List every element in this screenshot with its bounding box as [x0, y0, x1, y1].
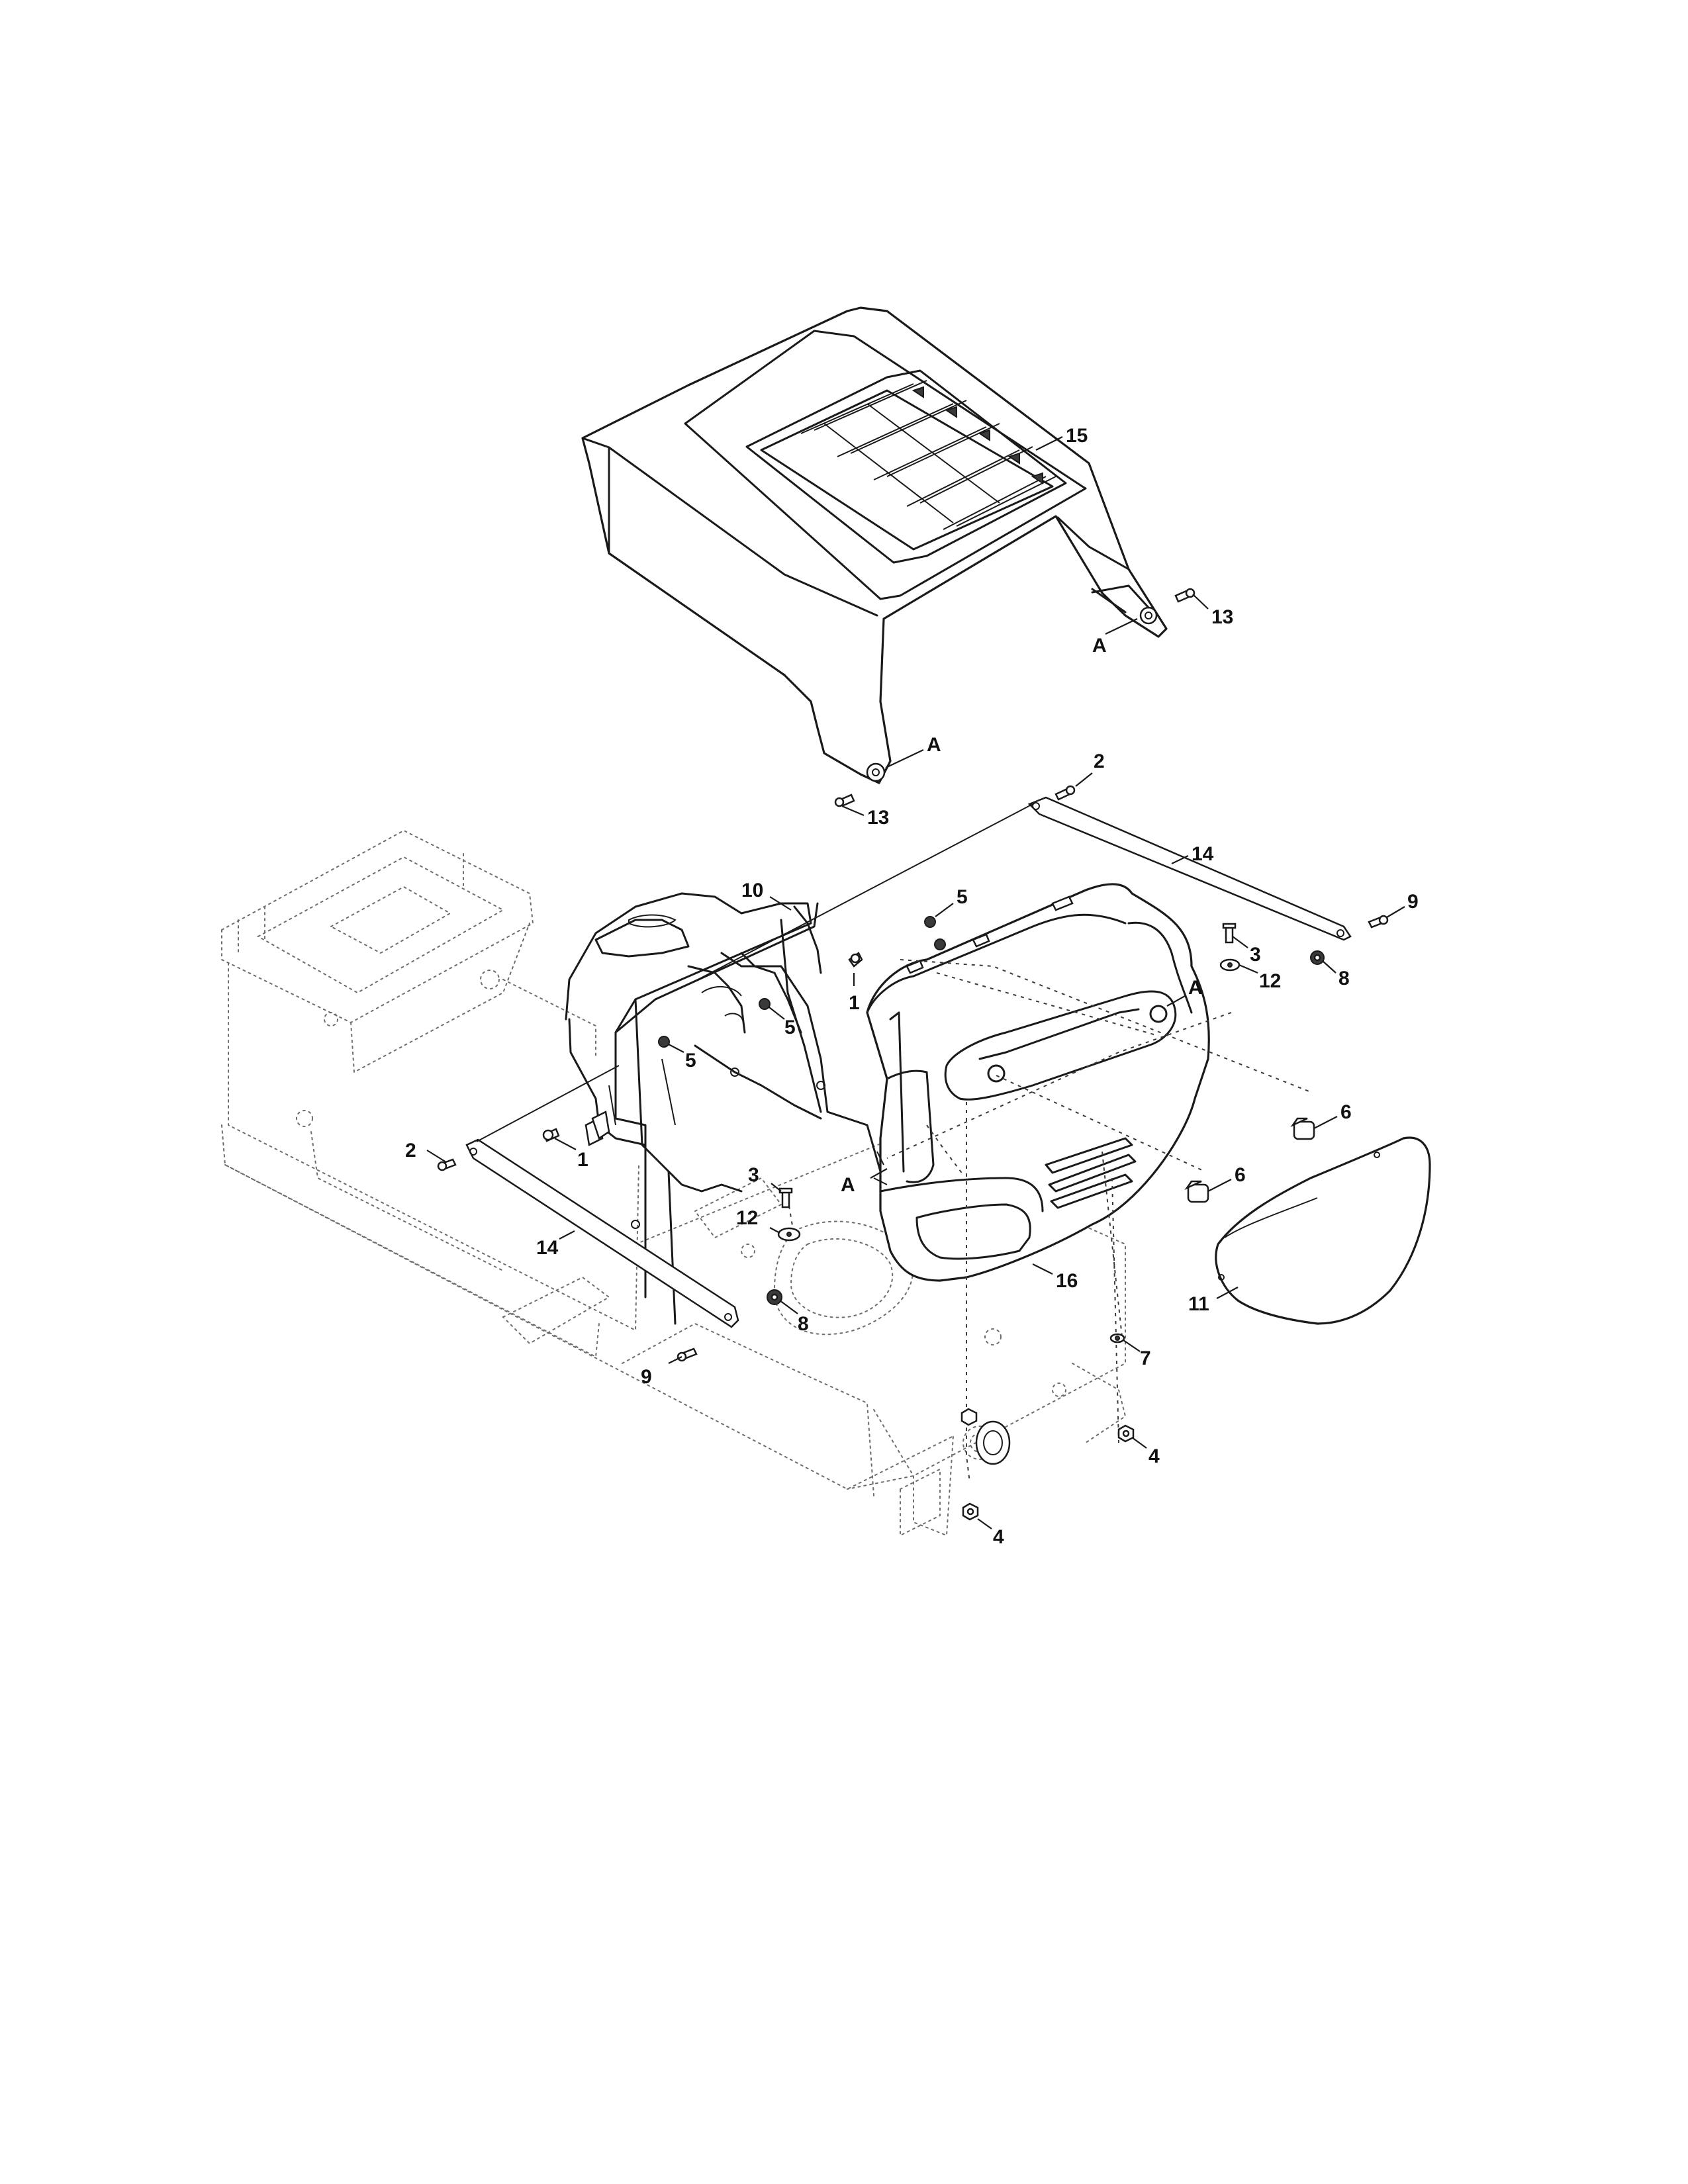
callout-A-grille-lower: A: [841, 1174, 855, 1196]
bolt-1-lower: [542, 1128, 560, 1142]
callout-A-hood-left: A: [927, 734, 941, 756]
callout-labels: 15 13 A A 13 2 14 9 10 5 3 8 1 A 12 5 5 …: [405, 425, 1419, 1548]
leader-lines: [426, 436, 1405, 1529]
hood-bolt-13-left: [834, 794, 855, 807]
side-cover-11: [1215, 1136, 1431, 1325]
knob-6-lower: [1184, 1180, 1209, 1203]
bolt-1-upper: [848, 952, 863, 968]
callout-12-right: 12: [1259, 970, 1281, 992]
callout-7: 7: [1140, 1347, 1151, 1369]
nut-5-b: [934, 938, 946, 950]
callout-16: 16: [1056, 1270, 1078, 1292]
callout-2-upper: 2: [1094, 751, 1105, 772]
callout-15: 15: [1066, 425, 1088, 447]
callout-5-lower: 5: [685, 1050, 696, 1071]
bolt-2-lower: [437, 1158, 457, 1171]
callout-3-lower: 3: [748, 1164, 759, 1186]
callout-9-lower: 9: [641, 1366, 652, 1388]
bolt-9-right: [1368, 915, 1389, 929]
frame-nut: [961, 1408, 978, 1426]
nut-5-a: [924, 916, 936, 928]
callout-1-upper: 1: [849, 992, 860, 1014]
callout-A-grille-upper: A: [1188, 977, 1203, 999]
brace-14-lower: [465, 1065, 739, 1328]
callout-14-upper: 14: [1192, 843, 1214, 865]
callout-2-lower: 2: [405, 1140, 416, 1161]
nut-4-right: [1117, 1424, 1135, 1443]
callout-5-upper: 5: [957, 886, 968, 908]
callout-11: 11: [1188, 1293, 1209, 1315]
nut-8-right: [1310, 950, 1325, 965]
washer-7: [1109, 1333, 1125, 1343]
frame-bushing: [975, 1420, 1011, 1465]
nut-5-d: [658, 1036, 670, 1048]
hood-assembly: [581, 306, 1168, 784]
knob-6-upper: [1290, 1117, 1315, 1140]
callout-3-right: 3: [1250, 944, 1261, 966]
hood-bolt-13-right: [1174, 588, 1196, 603]
callout-6-lower: 6: [1235, 1164, 1246, 1186]
washer-12-lower: [777, 1227, 801, 1242]
callout-13-left: 13: [867, 807, 889, 829]
bolt-3-right: [1222, 923, 1237, 944]
callout-6-upper: 6: [1340, 1101, 1352, 1123]
front-grille-16: [866, 883, 1210, 1282]
nut-4-left: [962, 1502, 979, 1521]
callout-5-middle: 5: [784, 1017, 796, 1038]
callout-13-right: 13: [1211, 606, 1233, 628]
callout-1-lower: 1: [577, 1149, 588, 1171]
callout-12-lower: 12: [736, 1207, 758, 1229]
callout-A-hood-right: A: [1092, 635, 1107, 657]
nut-5-c: [759, 998, 771, 1010]
brace-14-upper: [691, 796, 1352, 983]
hood-grille: [745, 369, 1067, 564]
callout-4-left: 4: [993, 1526, 1004, 1548]
bolt-2-upper: [1055, 785, 1076, 801]
callout-8-lower: 8: [798, 1313, 809, 1335]
callout-14-lower: 14: [536, 1237, 559, 1259]
callout-4-right: 4: [1149, 1445, 1160, 1467]
tractor-frame: [221, 829, 1127, 1537]
nut-8-lower: [767, 1289, 782, 1305]
callout-10: 10: [741, 880, 763, 901]
callout-8-right: 8: [1338, 968, 1350, 989]
front-support-bracket-10: [565, 892, 888, 1325]
washer-12-right: [1219, 958, 1241, 972]
bolt-9-lower: [677, 1347, 698, 1362]
callout-9-right: 9: [1407, 891, 1419, 913]
